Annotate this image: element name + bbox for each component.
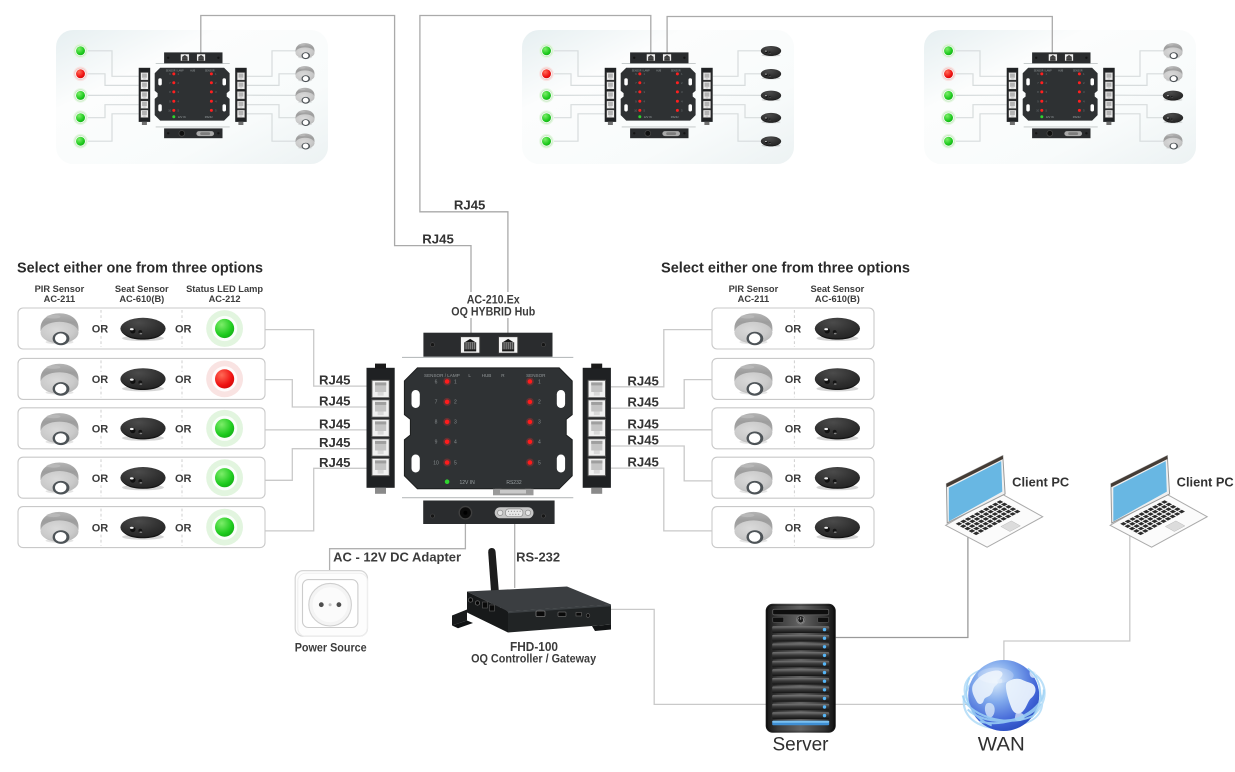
svg-text:HUB: HUB (482, 373, 492, 378)
svg-text:Server: Server (773, 735, 830, 756)
svg-text:OQ HYBRID Hub: OQ HYBRID Hub (451, 307, 535, 319)
svg-text:RJ45: RJ45 (319, 435, 351, 450)
svg-text:AC-212: AC-212 (209, 294, 241, 304)
svg-text:AC-211: AC-211 (738, 294, 770, 304)
svg-text:Client PC: Client PC (1012, 475, 1069, 489)
svg-text:5: 5 (538, 460, 541, 466)
svg-text:PIR Sensor: PIR Sensor (35, 284, 85, 294)
svg-text:RJ45: RJ45 (627, 395, 659, 410)
svg-text:1: 1 (454, 379, 457, 385)
svg-text:Seat Sensor: Seat Sensor (811, 284, 865, 294)
svg-text:RJ45: RJ45 (627, 416, 659, 431)
svg-text:1: 1 (538, 379, 541, 385)
svg-text:Select either one from three o: Select either one from three options (661, 260, 910, 277)
svg-text:8: 8 (435, 420, 438, 426)
svg-text:OQ Controller / Gateway: OQ Controller / Gateway (471, 653, 597, 665)
svg-text:AC-210.Ex: AC-210.Ex (467, 295, 521, 307)
svg-text:Power Source: Power Source (295, 643, 367, 655)
svg-text:2: 2 (454, 400, 457, 406)
svg-text:RS-232: RS-232 (516, 549, 560, 564)
svg-text:AC-610(B): AC-610(B) (815, 294, 860, 304)
svg-text:OR: OR (92, 522, 109, 534)
svg-text:AC-211: AC-211 (44, 294, 76, 304)
svg-text:FHD-100: FHD-100 (510, 640, 558, 654)
svg-text:10: 10 (433, 460, 439, 466)
svg-text:OR: OR (175, 522, 192, 534)
svg-text:RJ45: RJ45 (627, 433, 659, 448)
svg-text:OR: OR (92, 473, 109, 485)
svg-text:Seat Sensor: Seat Sensor (115, 284, 169, 294)
svg-text:Select either one from three o: Select either one from three options (17, 260, 263, 277)
svg-text:L: L (468, 373, 471, 378)
svg-text:9: 9 (435, 440, 438, 446)
svg-text:OR: OR (785, 424, 802, 436)
svg-text:3: 3 (538, 420, 541, 426)
svg-text:OR: OR (92, 374, 109, 386)
svg-text:RJ45: RJ45 (422, 232, 454, 247)
svg-text:SENSOR: SENSOR (526, 373, 546, 378)
svg-text:RJ45: RJ45 (319, 394, 351, 409)
svg-text:RJ45: RJ45 (319, 455, 351, 470)
svg-text:OR: OR (175, 374, 192, 386)
svg-text:WAN: WAN (978, 735, 1025, 756)
svg-text:RJ45: RJ45 (319, 373, 351, 388)
svg-text:5: 5 (454, 460, 457, 466)
svg-text:RJ45: RJ45 (319, 416, 351, 431)
svg-text:AC-610(B): AC-610(B) (119, 294, 164, 304)
svg-text:R: R (501, 373, 505, 378)
svg-text:OR: OR (92, 424, 109, 436)
svg-text:RJ45: RJ45 (627, 373, 659, 388)
svg-text:OR: OR (785, 374, 802, 386)
svg-text:OR: OR (785, 522, 802, 534)
svg-text:OR: OR (175, 424, 192, 436)
svg-text:OR: OR (175, 473, 192, 485)
svg-text:4: 4 (454, 440, 457, 446)
svg-text:RS232: RS232 (506, 480, 522, 486)
svg-text:OR: OR (785, 324, 802, 336)
svg-text:RJ45: RJ45 (454, 198, 486, 213)
svg-text:AC - 12V DC Adapter: AC - 12V DC Adapter (333, 549, 461, 564)
svg-text:12V IN: 12V IN (460, 480, 476, 486)
svg-text:4: 4 (538, 440, 541, 446)
svg-text:Client PC: Client PC (1177, 475, 1234, 489)
svg-text:RJ45: RJ45 (627, 455, 659, 470)
svg-text:7: 7 (435, 400, 438, 406)
svg-text:3: 3 (454, 420, 457, 426)
svg-text:6: 6 (435, 379, 438, 385)
svg-text:2: 2 (538, 400, 541, 406)
svg-text:OR: OR (175, 324, 192, 336)
svg-text:Status LED Lamp: Status LED Lamp (186, 284, 263, 294)
svg-text:SENSOR / LAMP: SENSOR / LAMP (424, 373, 460, 378)
svg-text:PIR Sensor: PIR Sensor (729, 284, 779, 294)
svg-text:OR: OR (92, 324, 109, 336)
svg-text:OR: OR (785, 473, 802, 485)
